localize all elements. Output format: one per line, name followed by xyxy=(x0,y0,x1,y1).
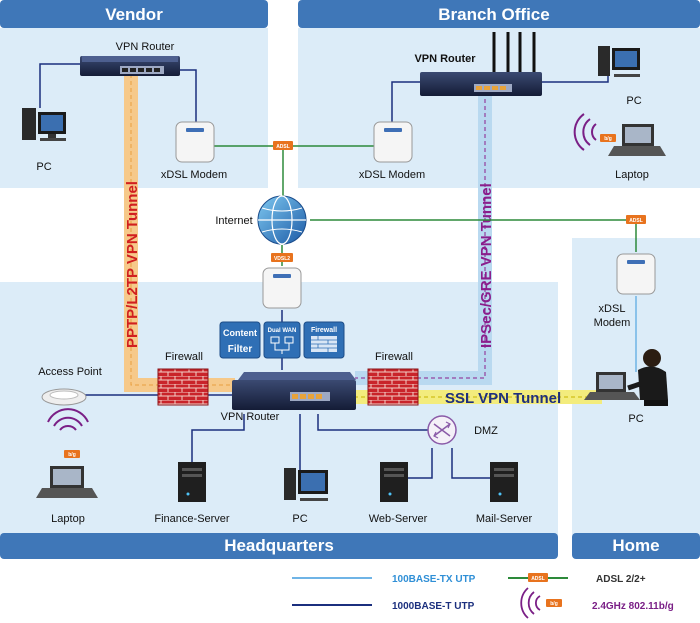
branch-title: Branch Office xyxy=(438,5,549,24)
legend-adsl-label: ADSL 2/2+ xyxy=(596,574,646,585)
headquarters-header: Headquarters xyxy=(0,533,558,559)
finance-server[interactable] xyxy=(178,462,206,502)
web-server-label: Web-Server xyxy=(369,513,428,525)
branch-header: Branch Office xyxy=(298,0,700,28)
dmz-label: DMZ xyxy=(474,425,498,437)
branch-router-label: VPN Router xyxy=(414,53,476,65)
firewall-left-label: Firewall xyxy=(165,351,203,363)
branch-wifi-signal: b/g xyxy=(573,113,616,151)
svg-text:b/g: b/g xyxy=(550,601,558,607)
branch-pc[interactable] xyxy=(598,46,640,77)
vendor-header: Vendor xyxy=(0,0,268,28)
branch-router-pc-link xyxy=(540,74,609,83)
router-dmz-link xyxy=(317,414,432,431)
home-xdsl-modem[interactable] xyxy=(616,253,656,295)
mail-server[interactable] xyxy=(490,462,518,502)
legend-gig-label: 1000BASE-T UTP xyxy=(392,601,475,612)
hq-laptop[interactable] xyxy=(36,466,98,498)
branch-modem-label: xDSL Modem xyxy=(359,169,425,181)
vendor-pc[interactable] xyxy=(22,108,66,141)
access-point[interactable] xyxy=(41,388,87,406)
firewall-right-label: Firewall xyxy=(375,351,413,363)
firewall-right xyxy=(367,368,419,406)
ipsec-tunnel-label: IPSec/GRE VPN Tunnel xyxy=(478,183,495,348)
internet-label: Internet xyxy=(215,215,252,227)
vendor-vpn-router[interactable] xyxy=(80,56,180,76)
adsl-tag-right: ADSL xyxy=(626,215,646,224)
home-modem-label: xDSL xyxy=(599,303,626,315)
branch-modem-router-link xyxy=(391,81,420,124)
hq-pc[interactable] xyxy=(284,468,328,501)
hq-pc-label: PC xyxy=(292,513,307,525)
branch-xdsl-modem[interactable] xyxy=(373,121,413,163)
svg-text:ADSL: ADSL xyxy=(276,144,290,150)
hq-wifi-signal: b/g xyxy=(47,408,89,458)
finance-server-label: Finance-Server xyxy=(154,513,230,525)
web-server[interactable] xyxy=(380,462,408,502)
dmz-switch[interactable] xyxy=(427,415,457,445)
svg-text:Firewall: Firewall xyxy=(311,327,337,334)
legend: 100BASE-TX UTP 1000BASE-T UTP ADSL ADSL … xyxy=(292,573,674,619)
branch-pc-label: PC xyxy=(626,95,641,107)
hq-vpn-router[interactable] xyxy=(232,372,356,410)
ssl-tunnel-label: SSL VPN Tunnel xyxy=(445,390,561,407)
hq-router-label: VPN Router xyxy=(221,411,280,423)
headquarters-title: Headquarters xyxy=(224,536,334,555)
svg-text:ADSL: ADSL xyxy=(629,218,643,224)
access-point-label: Access Point xyxy=(38,366,102,378)
router-finance-link xyxy=(191,414,245,466)
legend-wifi-label: 2.4GHz 802.11b/g xyxy=(592,601,674,612)
home-pc-label: PC xyxy=(628,413,643,425)
home-pc-user[interactable] xyxy=(584,349,668,406)
svg-text:Dual WAN: Dual WAN xyxy=(268,328,297,334)
vdsl-tag: VDSL2 xyxy=(271,253,293,262)
svg-text:b/g: b/g xyxy=(604,136,612,142)
hq-laptop-label: Laptop xyxy=(51,513,85,525)
firewall-badge: Firewall xyxy=(303,321,345,359)
branch-vpn-router[interactable] xyxy=(420,32,542,96)
vendor-modem-label: xDSL Modem xyxy=(161,169,227,181)
svg-text:Filter: Filter xyxy=(228,344,253,355)
home-title: Home xyxy=(612,536,659,555)
svg-text:Content: Content xyxy=(223,328,257,338)
svg-text:VDSL2: VDSL2 xyxy=(274,256,290,262)
content-filter-badge: Content Filter xyxy=(219,321,261,359)
mail-server-label: Mail-Server xyxy=(476,513,533,525)
branch-laptop[interactable] xyxy=(608,124,666,156)
pptp-tunnel-label: PPTP/L2TP VPN Tunnel xyxy=(124,181,141,348)
svg-text:Modem: Modem xyxy=(594,317,631,329)
svg-text:ADSL: ADSL xyxy=(531,576,545,582)
dual-wan-badge: Dual WAN xyxy=(263,321,301,359)
firewall-left xyxy=(157,368,209,406)
legend-wifi-icon: b/g xyxy=(520,587,562,619)
svg-text:b/g: b/g xyxy=(68,452,76,458)
vendor-title: Vendor xyxy=(105,5,163,24)
home-header: Home xyxy=(572,533,700,559)
vendor-xdsl-modem[interactable] xyxy=(175,121,215,163)
adsl-tag-top: ADSL xyxy=(273,141,293,150)
vendor-pc-label: PC xyxy=(36,161,51,173)
branch-laptop-label: Laptop xyxy=(615,169,649,181)
vendor-router-label: VPN Router xyxy=(116,41,175,53)
hq-vdsl-modem[interactable] xyxy=(262,267,302,309)
internet-globe-icon xyxy=(257,195,307,245)
legend-fast-label: 100BASE-TX UTP xyxy=(392,574,476,585)
